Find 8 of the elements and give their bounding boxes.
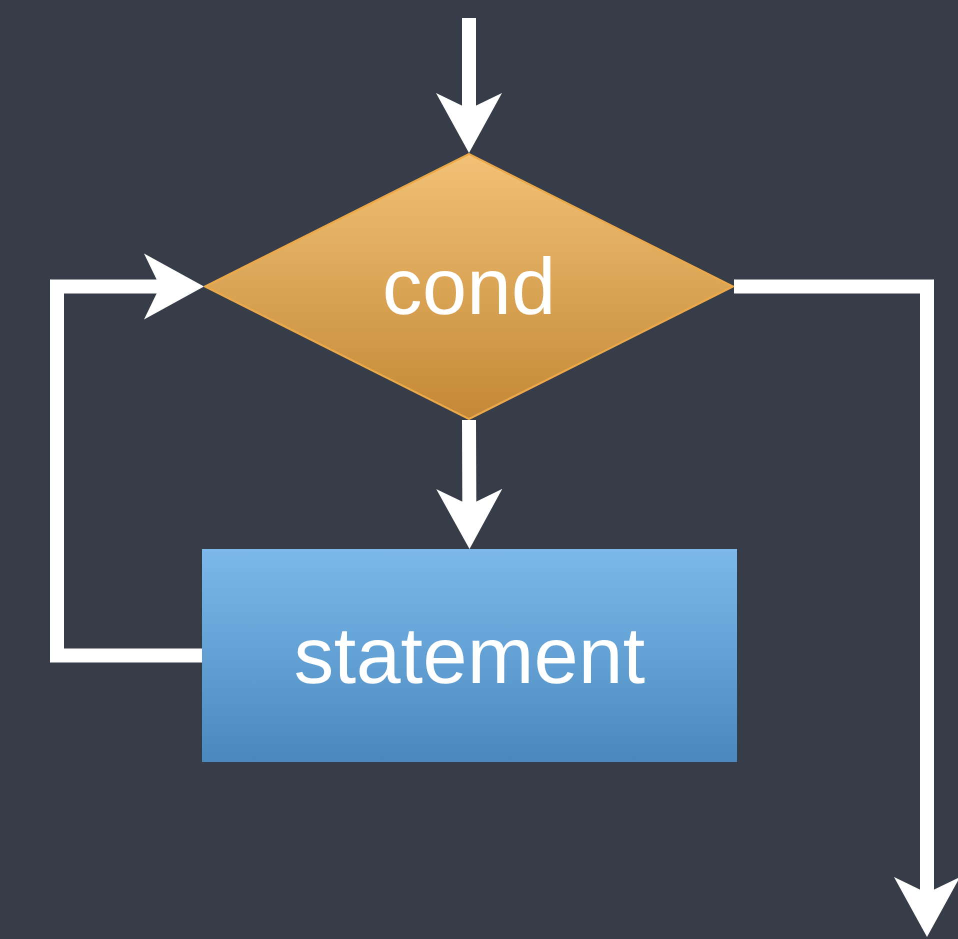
decision-diamond — [204, 153, 734, 420]
arrow — [436, 18, 502, 153]
process-box — [202, 549, 737, 762]
arrow — [734, 280, 958, 937]
arrow — [436, 420, 502, 549]
statement-label: statement — [294, 616, 646, 696]
arrow — [50, 254, 204, 662]
condition-label: cond — [382, 246, 556, 326]
